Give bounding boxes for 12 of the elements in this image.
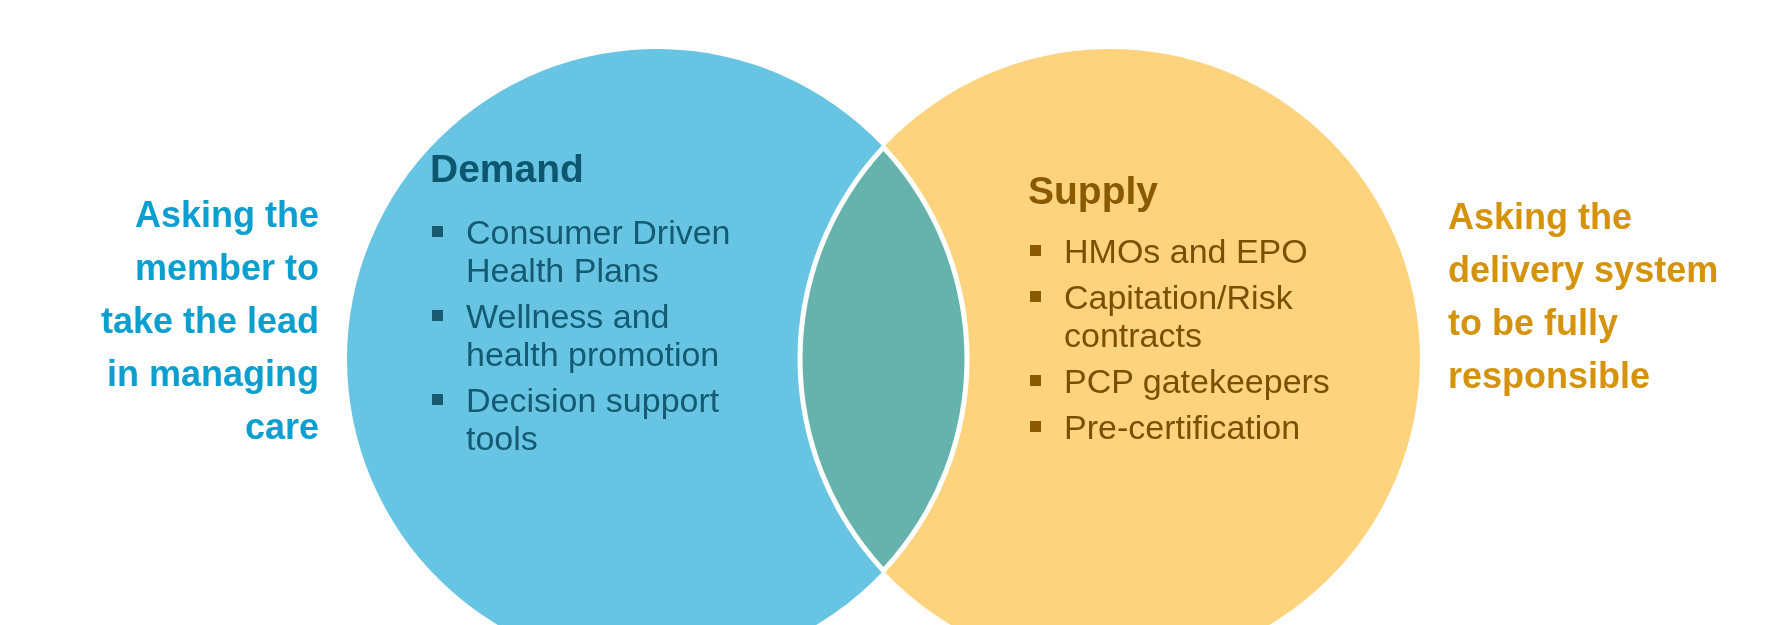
overlap-lens — [802, 151, 965, 567]
bullet-item: Capitation/Risk contracts — [1028, 278, 1348, 354]
bullet-item: PCP gatekeepers — [1028, 362, 1348, 400]
bullet-item: Pre-certification — [1028, 408, 1348, 446]
bullet-item: Wellness and health promotion — [430, 297, 750, 373]
side-note: Asking the member to take the lead in managing care — [99, 193, 319, 449]
side-note: Asking the delivery system to be fully responsible — [1448, 195, 1720, 398]
circle-heading: Supply — [1028, 169, 1158, 213]
bullet-item: Consumer Driven Health Plans — [430, 213, 750, 289]
circle-heading: Demand — [430, 147, 584, 191]
bullet-item: HMOs and EPO — [1028, 232, 1348, 270]
bullet-item: Decision support tools — [430, 381, 750, 457]
